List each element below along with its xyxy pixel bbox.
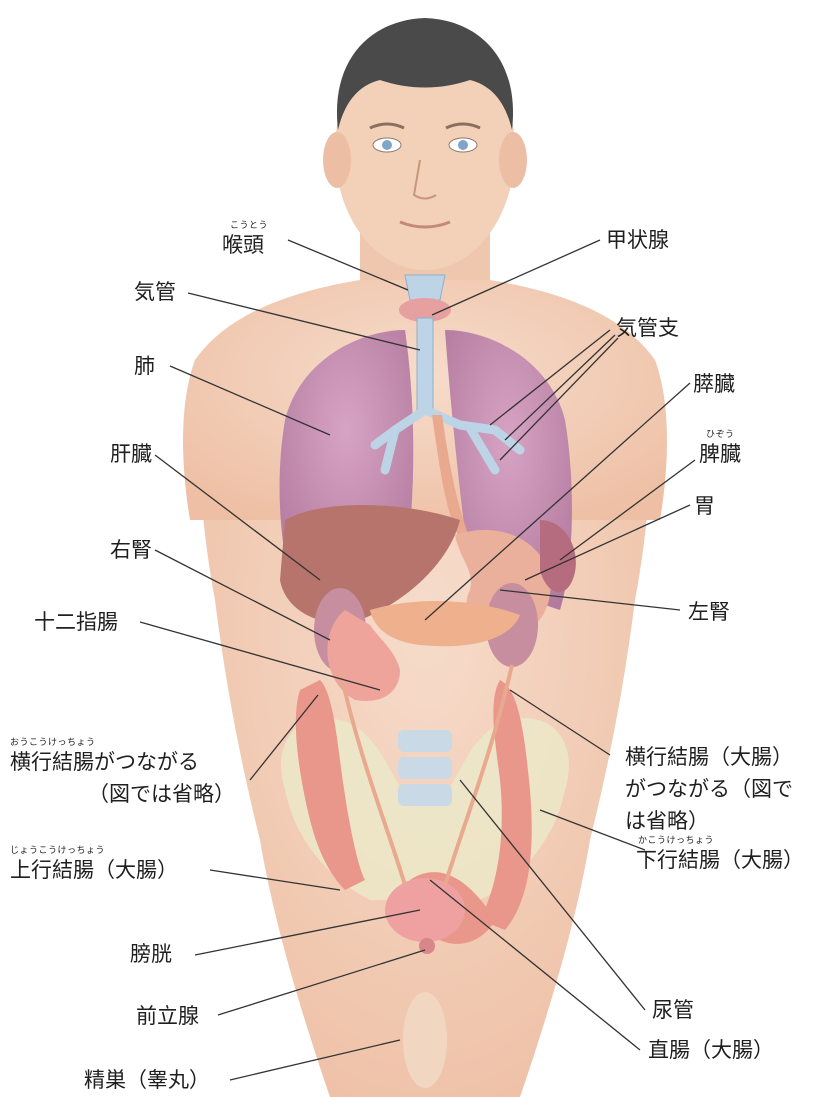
label-bladder: 膀胱 [130,942,172,966]
label-larynx: 喉頭 [222,233,264,257]
label-transverse-right-1: 横行結腸（大腸） [625,745,793,769]
larynx [405,275,445,300]
label-ureter: 尿管 [652,998,694,1022]
label-liver: 肝臓 [110,442,152,466]
label-left-kidney: 左腎 [688,600,730,624]
label-prostate: 前立腺 [136,1004,199,1028]
label-descending-colon: 下行結腸（大腸） [636,848,804,872]
label-thyroid: 甲状腺 [606,228,669,252]
label-lung: 肺 [134,354,155,378]
descending-colon-ruby: かこうけっちょう [638,836,714,846]
left-ear [323,132,351,188]
right-ear [499,132,527,188]
label-duodenum: 十二指腸 [34,610,118,634]
transverse-left-ruby: おうこうけっちょう [10,738,96,748]
label-stomach: 胃 [694,494,715,518]
spleen-ruby: ひぞう [706,430,735,440]
label-transverse-right-3: は省略） [625,809,709,833]
trachea [417,318,433,413]
larynx-ruby: こうとう [230,221,268,231]
bladder [385,878,465,942]
label-ascending-colon: 上行結腸（大腸） [10,858,178,882]
label-spleen: 脾臓 [699,442,741,466]
testis [403,992,447,1088]
label-bronchi: 気管支 [616,316,679,340]
label-transverse-left-1: 横行結腸がつながる [10,750,199,774]
label-right-kidney: 右腎 [110,538,152,562]
label-testis: 精巣（睾丸） [84,1068,210,1092]
label-pancreas: 膵臓 [693,372,735,396]
label-rectum: 直腸（大腸） [648,1038,774,1062]
ascending-colon-ruby: じょうこうけっちょう [10,846,105,856]
label-transverse-right-2: がつながる（図で [625,777,793,801]
label-transverse-left-2: （図では省略） [88,782,235,806]
label-trachea: 気管 [134,280,176,304]
